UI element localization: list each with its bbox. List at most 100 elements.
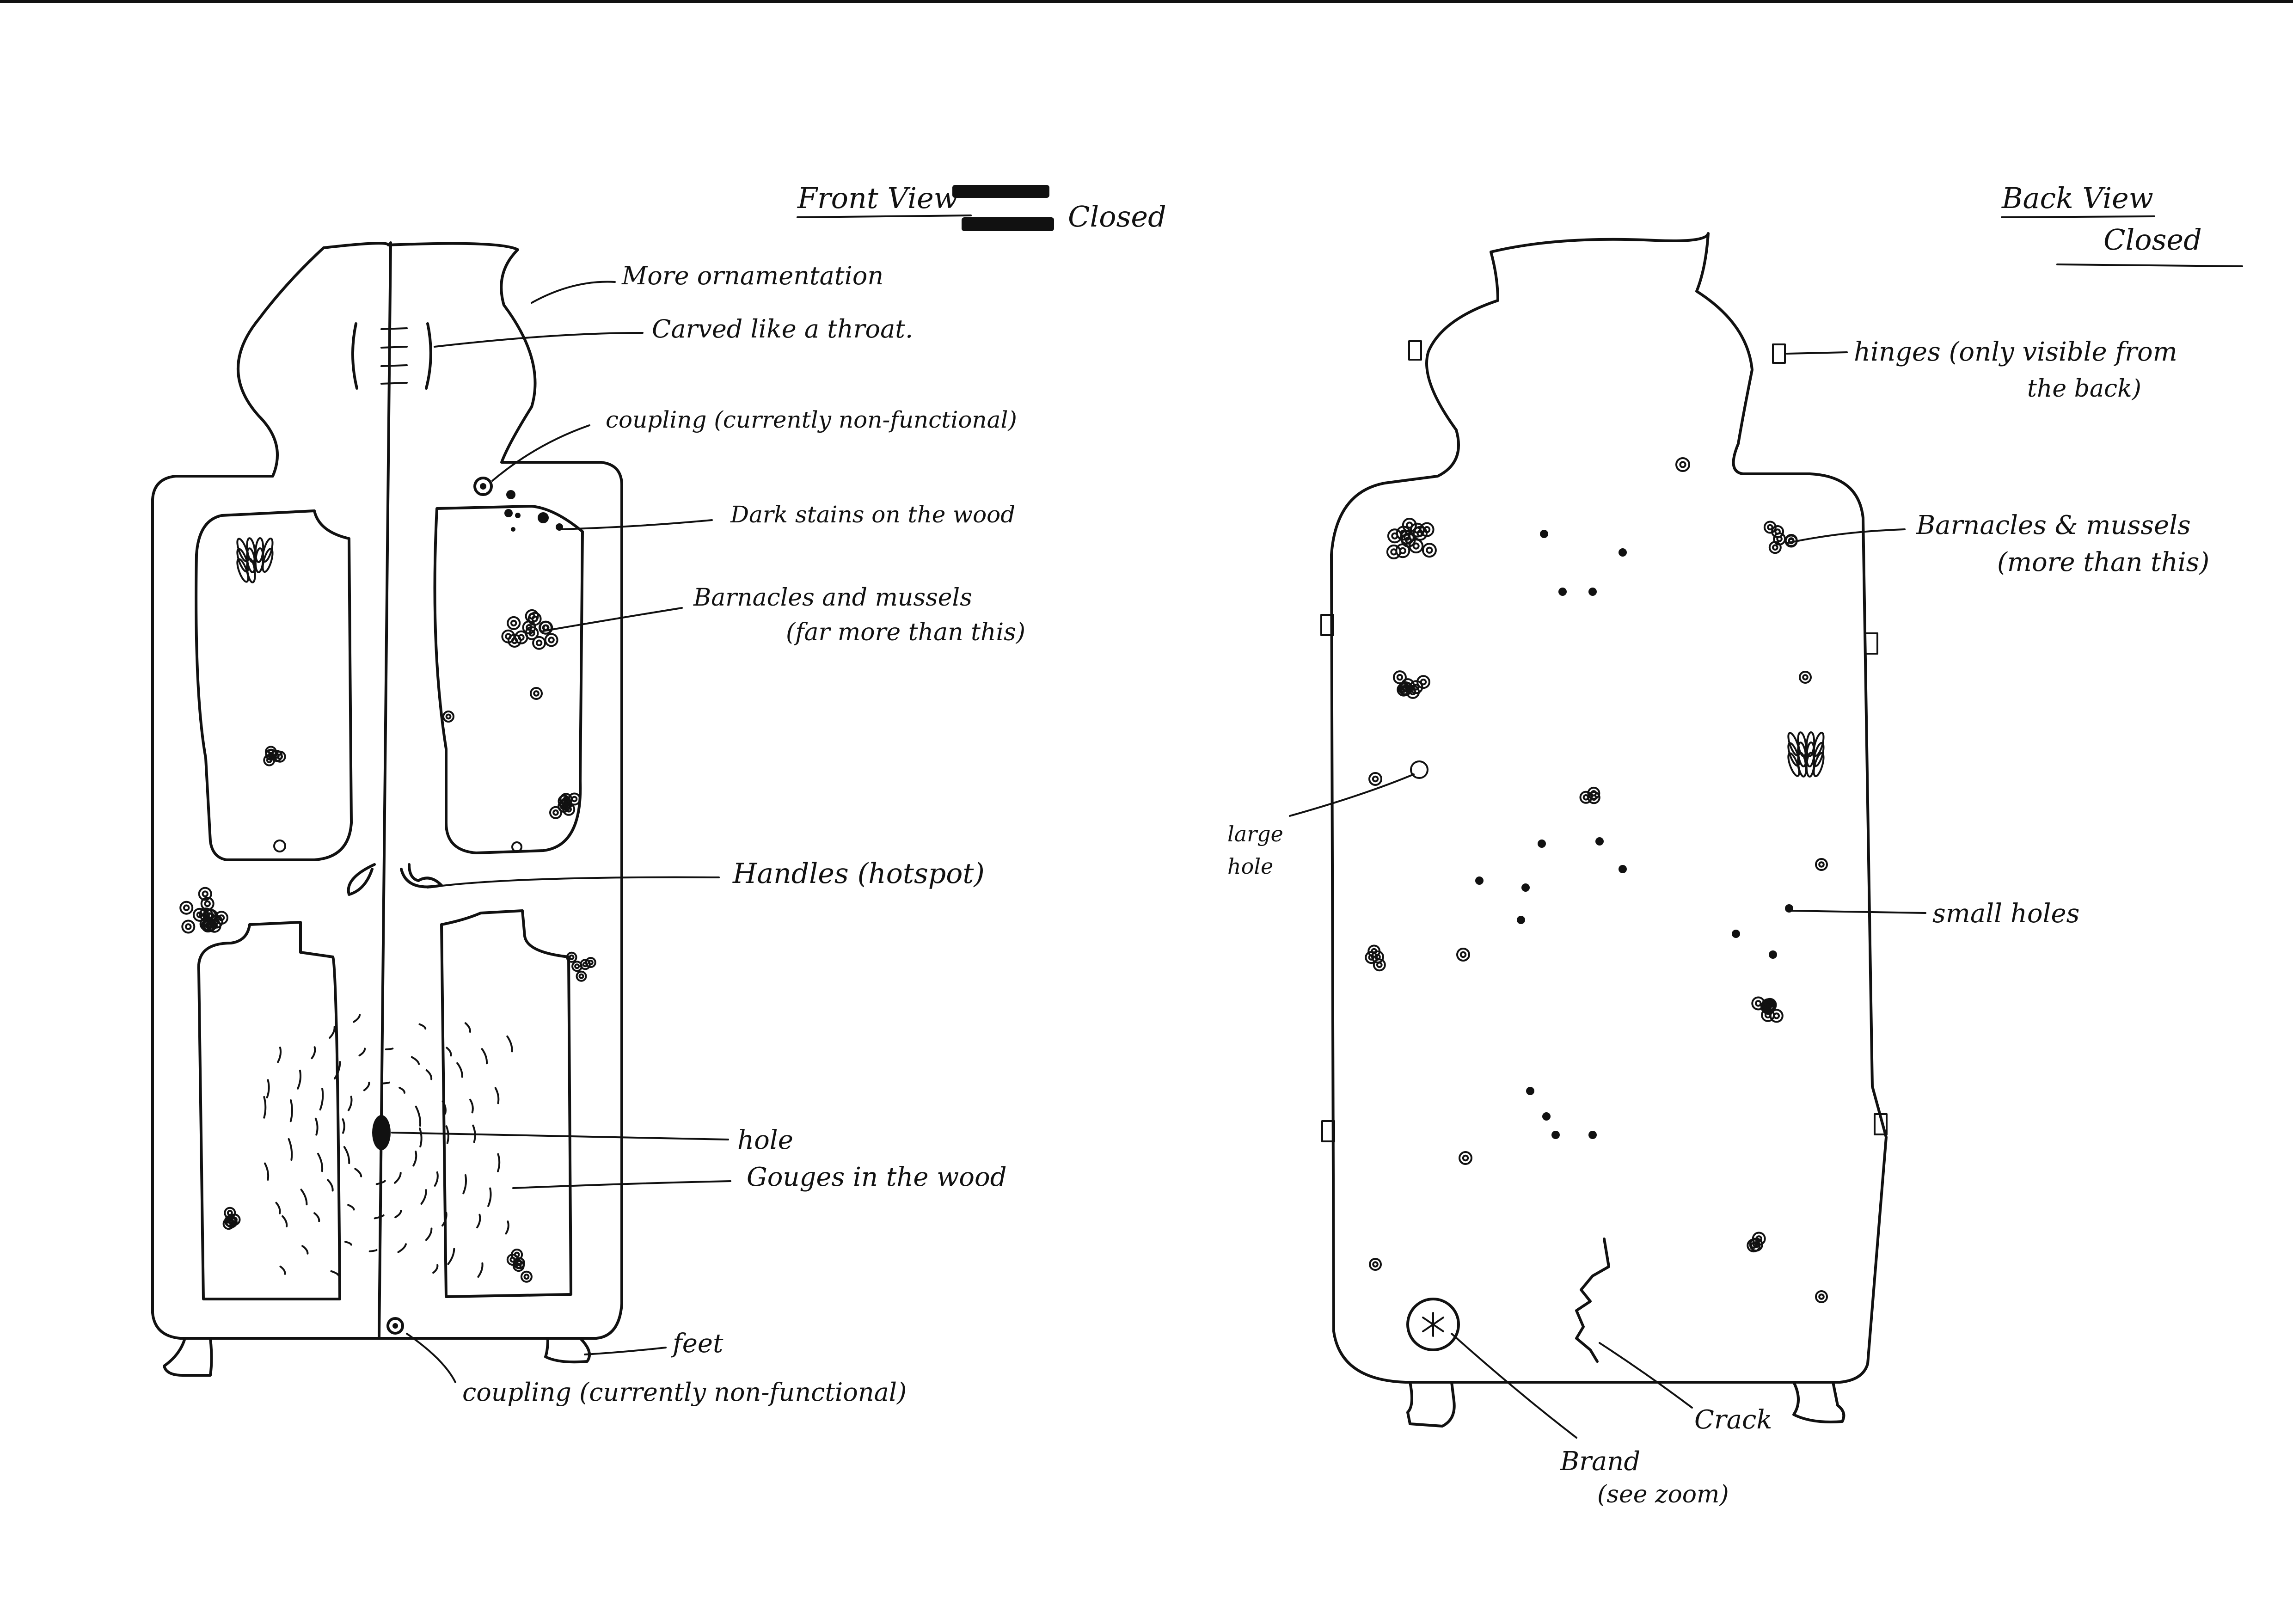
label-brand-2: (see zoom)	[1597, 1481, 1729, 1508]
gouge-mark	[435, 1172, 438, 1186]
back-cabinet-outline	[1331, 233, 1886, 1382]
leader-barnacles-front	[543, 608, 682, 631]
gouge-mark	[496, 1088, 499, 1103]
small-hole	[1732, 930, 1740, 938]
barnacle	[1423, 544, 1436, 557]
small-hole	[1526, 1087, 1534, 1095]
gouge-mark	[412, 1057, 419, 1064]
gouge-mark	[360, 1048, 365, 1055]
gouge-mark	[291, 1100, 292, 1121]
gouge-mark	[370, 1250, 377, 1251]
label-hinges-1: hinges (only visible from	[1854, 337, 2177, 367]
barnacle	[569, 794, 580, 805]
front-hole	[372, 1115, 391, 1150]
barnacle	[182, 921, 194, 933]
large-hole	[1411, 761, 1428, 778]
barnacle	[550, 807, 561, 818]
hinge	[1409, 341, 1421, 360]
gouge-mark	[433, 1265, 437, 1273]
left-handle	[349, 864, 374, 895]
gouge-mark	[289, 1139, 292, 1160]
small-holes-group	[1475, 530, 1793, 1139]
barnacle-core	[534, 691, 539, 696]
barnacle-core	[186, 924, 190, 929]
gouge-mark	[330, 1027, 334, 1038]
barnacle-core	[447, 715, 451, 719]
gouge-mark	[318, 1154, 322, 1171]
gouges-group	[264, 1015, 512, 1277]
back-crack	[1576, 1239, 1609, 1361]
gouge-mark	[420, 1128, 422, 1146]
barnacle	[1459, 1152, 1471, 1164]
barnacle	[577, 972, 586, 981]
barnacle	[1816, 1291, 1827, 1302]
label-large-hole-1: large	[1227, 821, 1283, 846]
barnacle-core	[184, 906, 189, 910]
label-ornamentation: More ornamentation	[621, 261, 883, 290]
hinge	[1773, 344, 1785, 363]
barnacle-core	[228, 1211, 232, 1215]
scribble-strike-2	[962, 217, 1054, 231]
stain	[511, 527, 515, 532]
barnacle	[586, 958, 595, 967]
small-hole	[1540, 530, 1548, 538]
gouge-mark	[354, 1015, 360, 1022]
leader-feet	[585, 1348, 666, 1354]
label-coupling-bottom: coupling (currently non-functional)	[462, 1378, 907, 1407]
gouge-mark	[395, 1173, 401, 1183]
leader-large-hole	[1290, 774, 1414, 816]
panel-upper-left	[196, 511, 351, 860]
barnacle-core	[203, 891, 208, 896]
barnacle-core	[589, 961, 593, 964]
barnacle-core	[1392, 533, 1397, 539]
back-subtitle-underline	[2057, 264, 2242, 266]
leader-brand	[1452, 1334, 1576, 1438]
label-crack: Crack	[1694, 1405, 1772, 1435]
throat-carving-rib-4	[381, 383, 407, 384]
gouge-mark	[413, 1152, 416, 1166]
barnacle	[1676, 458, 1689, 471]
barnacle-core	[1427, 548, 1432, 553]
gouge-mark	[427, 1070, 431, 1079]
leader-hinges	[1787, 352, 1847, 354]
gouge-mark	[399, 1244, 406, 1252]
small-hole	[1619, 865, 1627, 873]
front-center-seam	[379, 243, 391, 1337]
front-foot-right	[546, 1338, 589, 1362]
label-handles: Handles (hotspot)	[732, 858, 985, 890]
small-hole	[1551, 1131, 1560, 1139]
small-hole	[1595, 837, 1604, 846]
barnacle-core	[506, 634, 510, 639]
label-gouges: Gouges in the wood	[747, 1162, 1007, 1192]
gouge-mark	[477, 1215, 480, 1228]
barnacle-core	[570, 956, 574, 959]
barnacle-core	[1398, 675, 1402, 680]
brand-star	[1423, 1313, 1443, 1336]
barnacle	[1369, 773, 1381, 785]
gouge-mark	[507, 1036, 512, 1052]
leader-stains	[559, 520, 712, 529]
gouge-mark	[420, 1024, 426, 1029]
label-coupling-top: coupling (currently non-functional)	[606, 406, 1017, 433]
leader-crack	[1600, 1343, 1692, 1408]
scribble-strike	[952, 185, 1049, 198]
barnacle	[508, 617, 520, 629]
label-hole: hole	[737, 1125, 793, 1155]
barnacle-core	[511, 621, 516, 625]
gouge-mark	[470, 1100, 473, 1113]
barnacle-core	[537, 641, 541, 645]
panel-lower-right	[441, 911, 571, 1297]
gouge-mark	[498, 1154, 499, 1171]
barnacle	[546, 634, 558, 646]
gouge-mark	[278, 1048, 281, 1062]
gouge-mark	[382, 1083, 389, 1084]
leader-throat	[435, 333, 643, 347]
back-annotations: Back View Closed hinges (only visible fr…	[1227, 181, 2242, 1508]
leader-coupling-bottom	[407, 1334, 455, 1382]
gouge-mark	[281, 1267, 285, 1274]
small-hole	[1588, 588, 1597, 596]
stain	[538, 512, 549, 523]
gouge-mark	[276, 1203, 280, 1213]
gouge-mark	[320, 1089, 323, 1109]
barnacle-core	[1584, 795, 1588, 800]
